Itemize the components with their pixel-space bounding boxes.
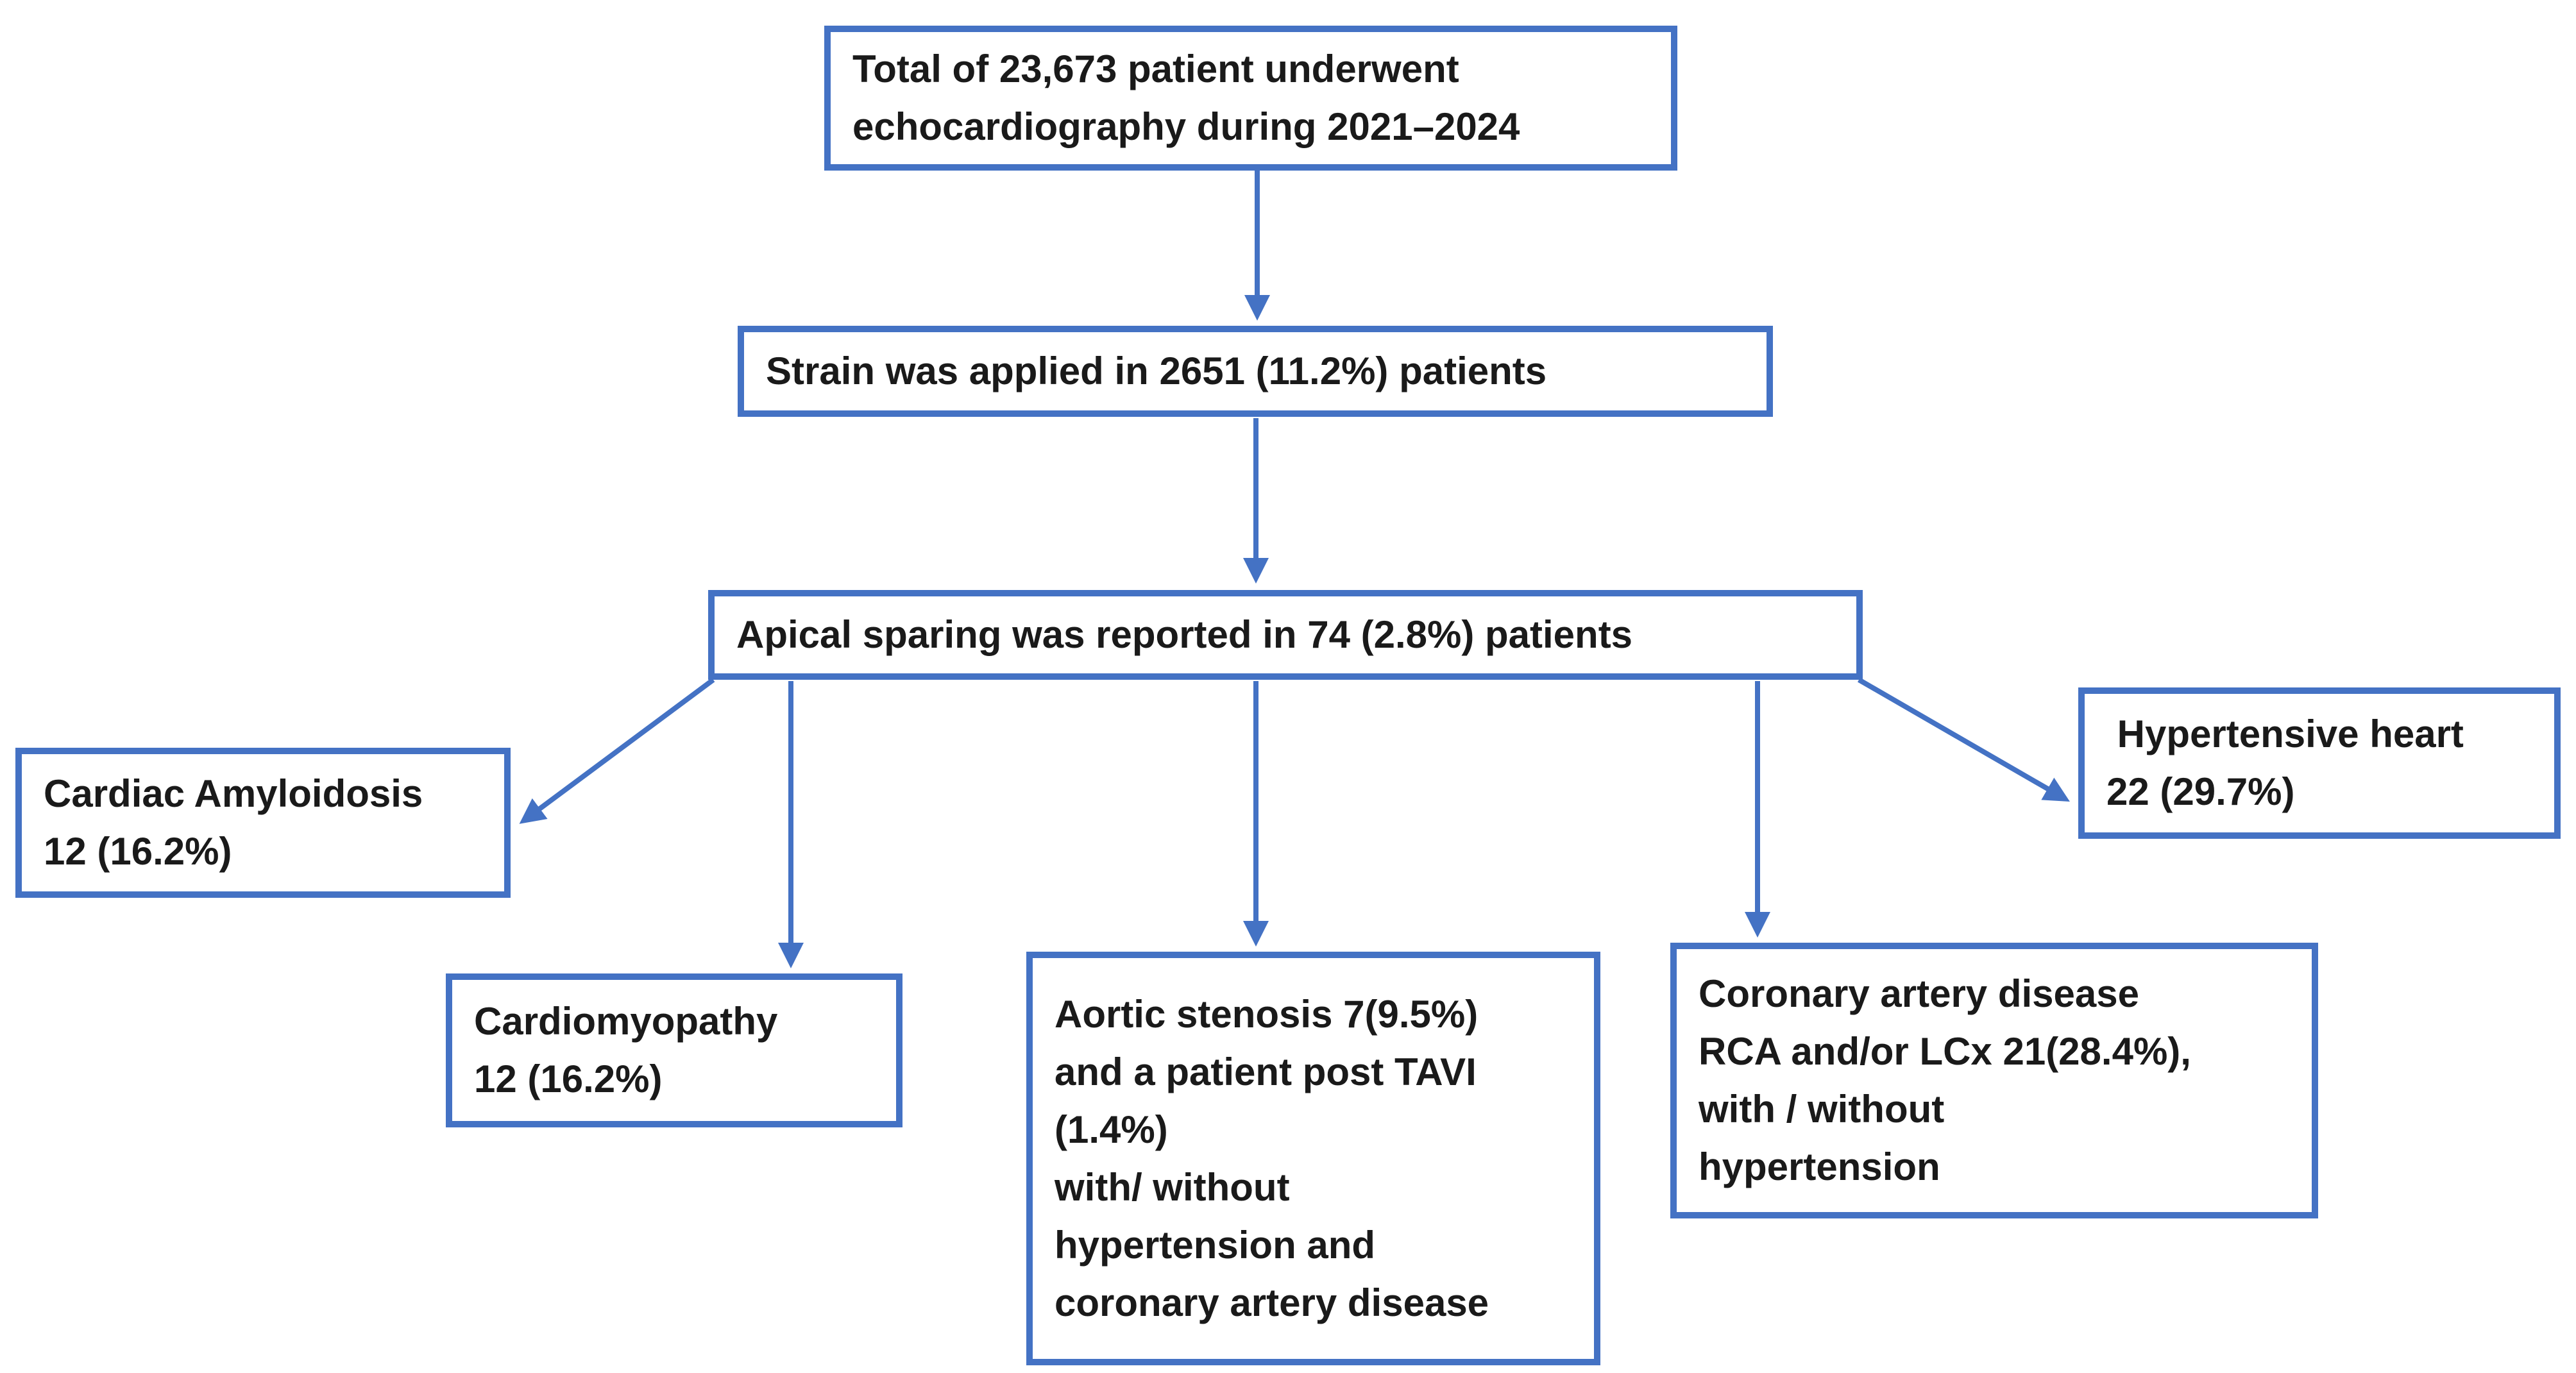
node-strain-applied: Strain was applied in 2651 (11.2%) patie… (738, 326, 1773, 417)
arrow-apical-to-amyloidosis (519, 677, 715, 824)
node-cardiac-amyloidosis: Cardiac Amyloidosis 12 (16.2%) (15, 748, 511, 898)
node-coronary-artery-disease: Coronary artery disease RCA and/or LCx 2… (1670, 943, 2318, 1218)
arrow-apical-to-hypertensive (1857, 677, 2070, 802)
node-hypertensive-heart: Hypertensive heart 22 (29.7%) (2078, 687, 2561, 839)
node-apical-sparing: Apical sparing was reported in 74 (2.8%)… (708, 590, 1863, 680)
node-total-patients: Total of 23,673 patient underwent echoca… (824, 26, 1677, 171)
node-cardiomyopathy: Cardiomyopathy 12 (16.2%) (446, 973, 902, 1127)
node-aortic-stenosis: Aortic stenosis 7(9.5%) and a patient po… (1026, 952, 1600, 1365)
